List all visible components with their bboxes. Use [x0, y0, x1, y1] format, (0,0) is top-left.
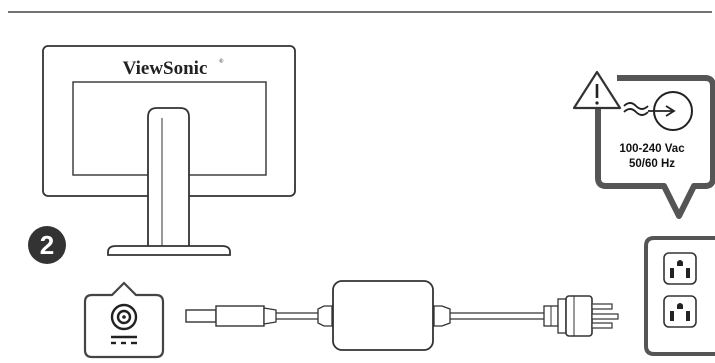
monitor-stand-base: [107, 245, 231, 256]
adapter-dc-strain-relief: [317, 305, 333, 327]
ac-plug-prong-bottom: [591, 322, 613, 329]
step-badge: 2: [28, 226, 66, 264]
dc-plug-housing: [215, 305, 265, 327]
ac-plug: [543, 295, 619, 337]
frequency-label: 50/60 Hz: [629, 158, 675, 170]
ac-cable: [450, 312, 544, 320]
adapter-brick: [332, 280, 434, 351]
step-badge-circle: [28, 226, 66, 264]
monitor-rear: ViewSonic ®: [42, 45, 296, 256]
wall-outlet-icon: [644, 236, 715, 356]
dc-plug-strain-relief: [263, 307, 277, 325]
ac-plug-prong-top: [591, 303, 613, 310]
warning-triangle-icon: [572, 70, 622, 110]
brand-registered-mark: ®: [219, 58, 224, 65]
outlet-receptacle-bottom: [663, 295, 697, 328]
brand-logo: ViewSonic: [123, 58, 208, 79]
dc-plug-tip: [185, 309, 217, 323]
ac-input-symbol-icon: [623, 91, 693, 131]
adapter-ac-strain-relief: [433, 305, 451, 327]
dc-power-port-icon: [110, 303, 138, 331]
ac-plug-head: [565, 295, 593, 337]
power-adapter: [317, 280, 451, 351]
dc-cable: [276, 312, 318, 320]
ac-plug-collar: [557, 298, 567, 334]
power-spec-callout: 100-240 Vac 50/60 Hz: [572, 70, 715, 219]
dc-plug: [185, 305, 277, 327]
step-number: 2: [40, 230, 54, 260]
outlet-receptacle-top: [663, 252, 697, 285]
ac-plug-ground-pin: [591, 313, 619, 320]
dc-port-callout: [83, 281, 165, 359]
voltage-label: 100-240 Vac: [619, 143, 685, 155]
monitor-stand-neck: [147, 107, 190, 250]
dc-polarity-symbol-icon: [111, 335, 137, 345]
